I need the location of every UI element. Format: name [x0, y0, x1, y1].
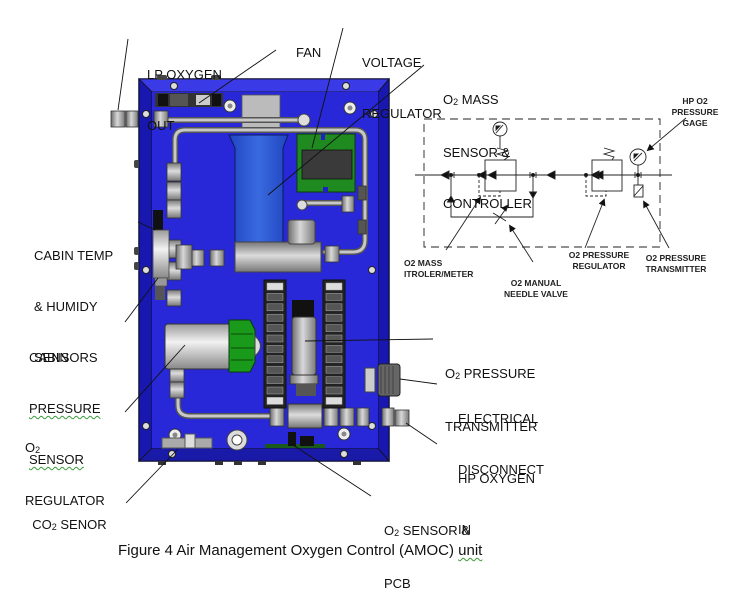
terminal-slot: [325, 293, 343, 301]
subscript: 2: [394, 528, 400, 538]
schematic-label-hp-o2-gage: HP O2 PRESSURE GAGE: [671, 96, 719, 128]
subscript: 2: [453, 97, 459, 107]
figure-caption: Figure 4 Air Management Oxygen Control (…: [118, 542, 482, 559]
label-line: TRANSMITTER: [445, 419, 538, 434]
label-line: VOLTAGE: [362, 55, 422, 70]
label-fan: FAN: [296, 45, 322, 60]
label-line: ELECTRICAL: [458, 411, 539, 426]
terminal-slot: [266, 313, 284, 322]
terminal-slot: [266, 324, 284, 332]
label-line: O2: [25, 439, 105, 458]
text: MASS: [458, 92, 499, 107]
amoc-figure: [110, 27, 687, 504]
terminal-strips: [263, 279, 346, 409]
terminal-slot: [325, 345, 343, 353]
label-line: REGULATOR: [362, 106, 442, 121]
leader-lines: [117, 27, 438, 504]
label-electrical-disconnect: ELECTRICAL DISCONNECT: [458, 376, 544, 495]
terminal-slot: [325, 324, 343, 332]
cabin-sensors: [152, 210, 170, 300]
label-o2-pressure-transmitter: O2 PRESSURE TRANSMITTER: [445, 331, 537, 452]
mount-block: [241, 94, 281, 129]
terminal-slot: [325, 365, 343, 374]
label-line: O2 MASS: [443, 91, 532, 110]
caption-text: Figure 4 Air Management Oxygen Control (…: [118, 542, 459, 559]
label-line: SENSORS: [34, 350, 98, 365]
schematic-label-o2-pressure-transmitter: O2 PRESSURE TRANSMITTER: [645, 253, 707, 274]
subscript: 2: [35, 445, 41, 455]
tubing: [157, 117, 368, 419]
terminal-slot: [266, 365, 284, 374]
text: SENOR: [56, 517, 107, 532]
label-line: IN: [458, 522, 471, 537]
label-o2-mass-sensor-controller: O2 MASS SENSOR & CONTROLLER: [443, 57, 532, 229]
label-line: OUT: [147, 118, 175, 133]
pneumatic-schematic: [415, 117, 687, 263]
text: O: [25, 440, 36, 455]
label-line: HP OXYGEN: [458, 471, 536, 486]
label-cabin-pressure-sensor: CABIN PRESSURE SENSOR: [29, 315, 101, 485]
text: O: [443, 92, 454, 107]
label-line: SENSOR: [29, 452, 84, 467]
label-line: O2 SENSOR &: [384, 522, 470, 541]
pipe-fittings: [110, 110, 410, 427]
subscript: 2: [51, 522, 57, 532]
text: CO: [32, 517, 52, 532]
terminal-slot: [325, 334, 343, 343]
label-line: CABIN TEMP: [34, 248, 114, 263]
text: PRESSURE: [460, 366, 536, 381]
label-line: CONTROLLER: [443, 196, 532, 211]
terminal-slot: [266, 386, 284, 395]
label-line: LP OXYGEN: [147, 67, 222, 82]
label-voltage-regulator: VOLTAGE REGULATOR: [362, 20, 442, 139]
schematic-label-o2-manual-valve: O2 MANUAL NEEDLE VALVE: [504, 278, 568, 299]
caption-last-word: unit: [458, 542, 483, 559]
label-co2-sensor: CO2 SENOR: [25, 499, 107, 535]
label-line: DISCONNECT: [458, 462, 544, 477]
terminal-strip: [263, 279, 287, 409]
terminal-slot: [325, 303, 343, 312]
subscript: 2: [455, 371, 461, 381]
label-lp-oxygen-out: LP OXYGEN OUT: [147, 32, 222, 151]
schematic-label-o2-mass-meter: O2 MASS ITROLER/METER: [404, 258, 474, 279]
terminal-slot: [325, 397, 343, 405]
terminal-slot: [266, 293, 284, 301]
label-line: PCB: [384, 576, 411, 591]
label-o2-regulator: O2 REGULATOR: [25, 405, 105, 526]
terminal-slot: [266, 397, 284, 405]
label-line: O2 PRESSURE: [445, 365, 537, 384]
label-hp-oxygen-in: HP OXYGEN IN: [458, 436, 535, 555]
label-line: CABIN: [29, 350, 69, 365]
terminal-slot: [325, 386, 343, 395]
o2-regulator: [164, 319, 261, 373]
label-line: & HUMIDY: [34, 299, 98, 314]
text: O: [384, 523, 395, 538]
text: SENSOR &: [399, 523, 470, 538]
terminal-slot: [266, 303, 284, 312]
electrical-disconnect-connector: [364, 363, 401, 397]
schematic-label-o2-pressure-regulator: O2 PRESSURE REGULATOR: [568, 250, 630, 271]
terminal-slot: [266, 345, 284, 353]
label-cabin-temp-humidity: CABIN TEMP & HUMIDY SENSORS: [34, 213, 113, 383]
terminal-strip: [322, 279, 346, 409]
terminal-slot: [266, 334, 284, 343]
terminal-slot: [266, 282, 284, 291]
voltage-regulator-pcb: [296, 133, 356, 193]
terminal-slot: [325, 313, 343, 322]
label-line: REGULATOR: [25, 493, 105, 508]
screw-icons: [142, 82, 378, 458]
terminal-slot: [325, 376, 343, 384]
o2-mass-sensor-body: [228, 134, 289, 247]
terminal-slot: [266, 376, 284, 384]
terminal-slot: [266, 355, 284, 364]
bottom-components: [161, 429, 325, 451]
mass-controller-block: [234, 241, 322, 273]
o2-pressure-transmitter: [287, 300, 323, 429]
label-line: PRESSURE: [29, 401, 101, 416]
terminal-slot: [325, 355, 343, 364]
terminal-slot: [325, 282, 343, 291]
label-line: SENSOR &: [443, 145, 511, 160]
text: O: [445, 366, 456, 381]
